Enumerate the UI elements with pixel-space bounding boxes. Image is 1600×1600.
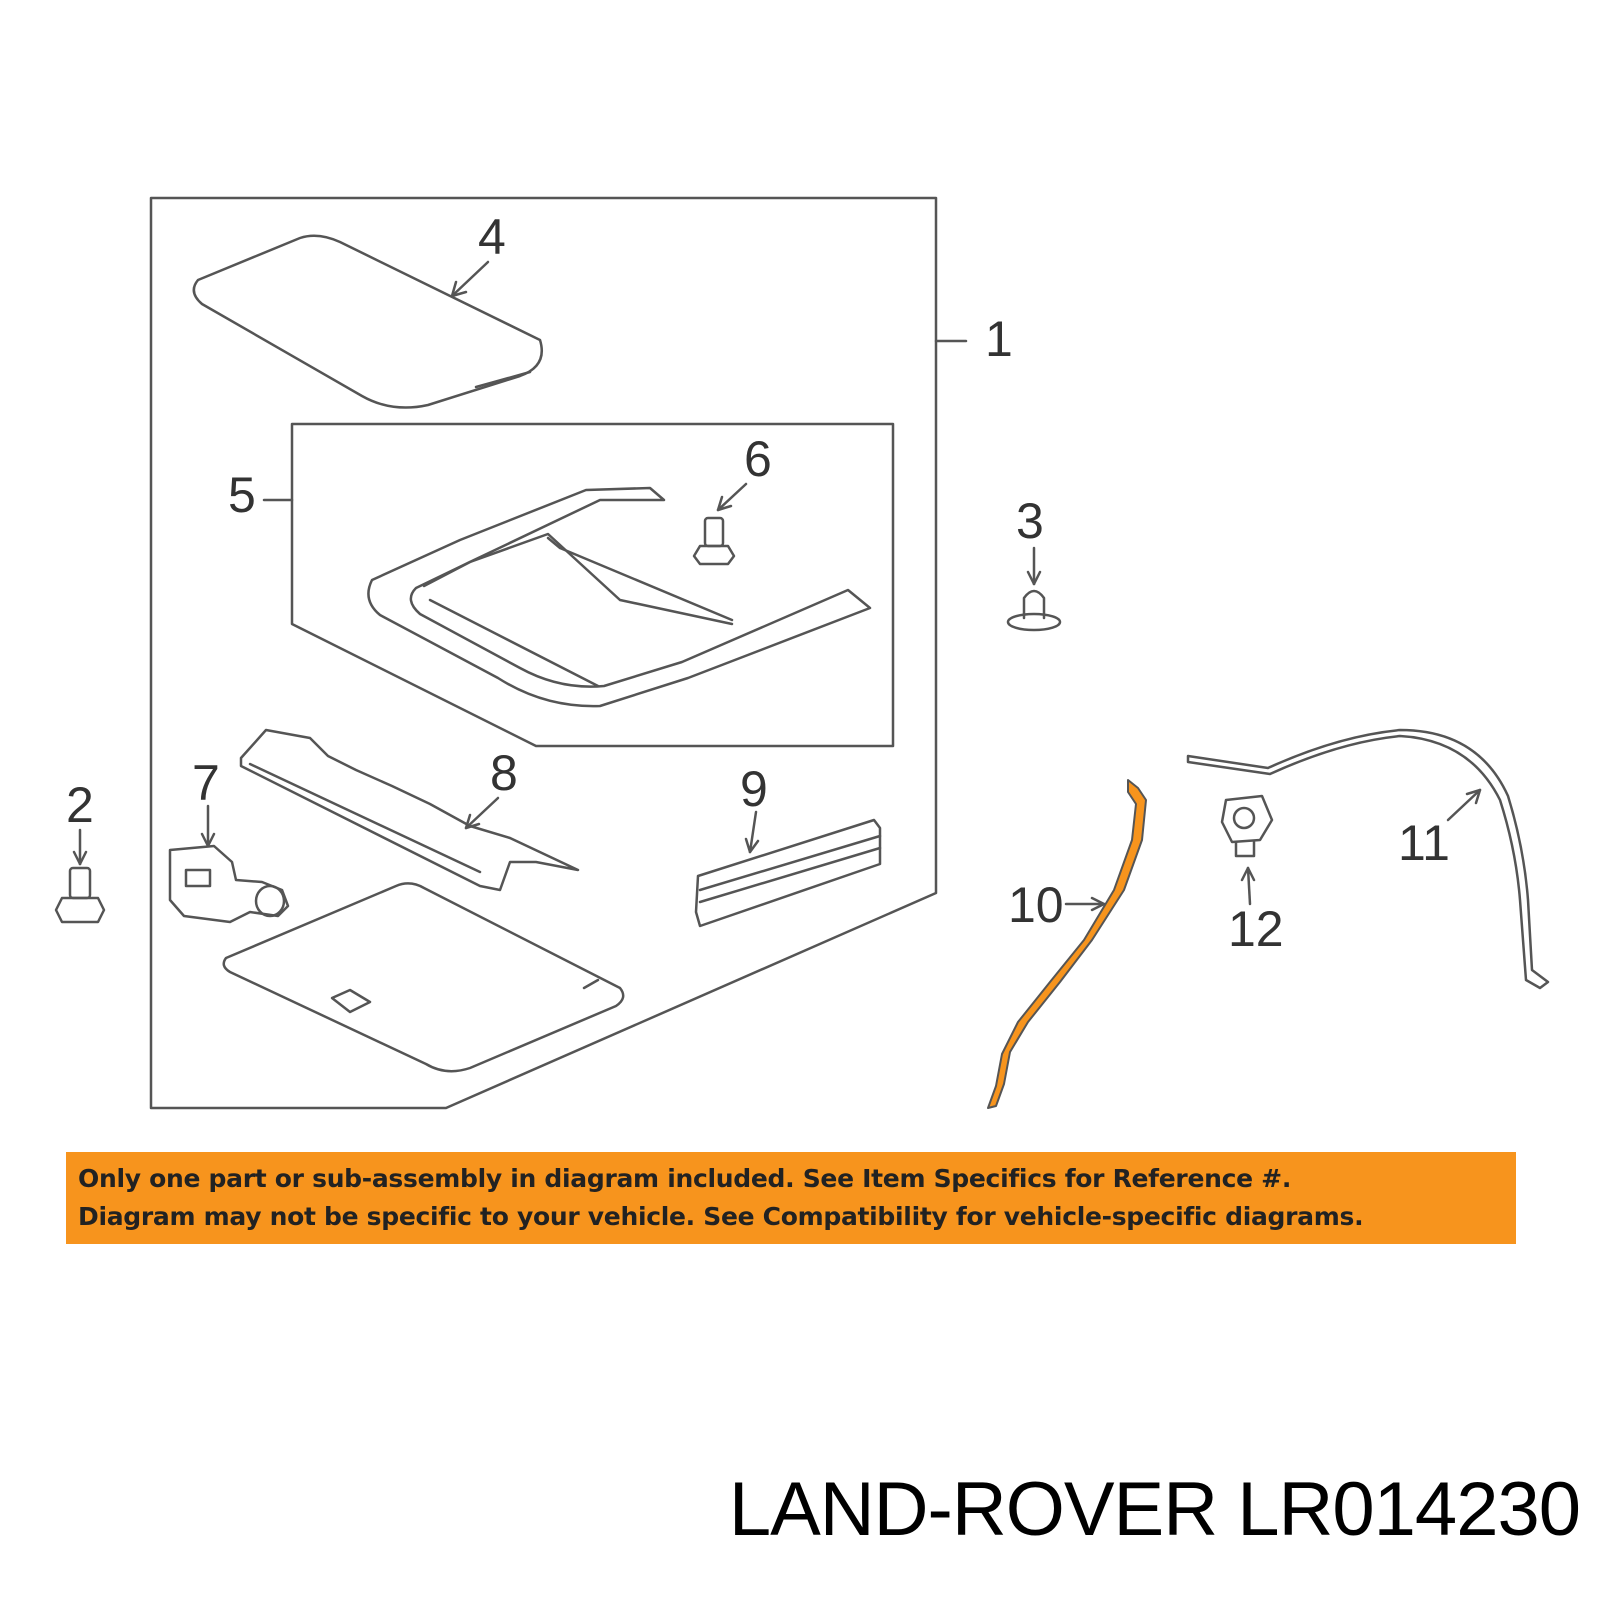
part-5-frame — [367, 486, 872, 708]
sunshade-panel — [222, 882, 625, 1073]
disclaimer-banner: Only one part or sub-assembly in diagram… — [66, 1152, 1516, 1244]
callout-3: 3 — [1016, 493, 1044, 549]
callout-1: 1 — [985, 311, 1013, 367]
part-7-motor — [168, 844, 290, 924]
part-10-seal — [987, 779, 1147, 1109]
part-6-bolt — [692, 516, 736, 566]
callout-5: 5 — [228, 467, 256, 523]
leader-6 — [716, 482, 748, 512]
callout-2: 2 — [66, 777, 94, 833]
callout-11: 11 — [1398, 815, 1450, 871]
leader-9 — [748, 810, 758, 854]
part-number-title: LAND-ROVER LR014230 — [728, 1467, 1581, 1552]
part-2-bolt — [54, 866, 106, 924]
disclaimer-line-1: Only one part or sub-assembly in diagram… — [78, 1164, 1292, 1193]
leader-4 — [450, 260, 490, 298]
callout-6: 6 — [744, 431, 772, 487]
part-5-box — [290, 422, 895, 748]
callout-12: 12 — [1228, 901, 1284, 957]
callout-7: 7 — [192, 755, 220, 811]
leader-8 — [464, 796, 500, 830]
part-11-hose — [1186, 728, 1550, 990]
part-9-strip — [694, 818, 882, 928]
callout-10: 10 — [1008, 877, 1064, 933]
leader-12 — [1246, 866, 1252, 906]
part-4-glass-panel — [192, 234, 543, 409]
part-12-grommet — [1220, 794, 1274, 858]
callout-9: 9 — [740, 761, 768, 817]
leader-11 — [1446, 788, 1482, 822]
part-8-strip — [239, 728, 580, 892]
assembly-outline — [149, 196, 938, 1110]
part-3-clip — [1006, 589, 1062, 632]
callout-4: 4 — [478, 209, 506, 265]
callout-8: 8 — [490, 745, 518, 801]
disclaimer-line-2: Diagram may not be specific to your vehi… — [78, 1202, 1364, 1231]
